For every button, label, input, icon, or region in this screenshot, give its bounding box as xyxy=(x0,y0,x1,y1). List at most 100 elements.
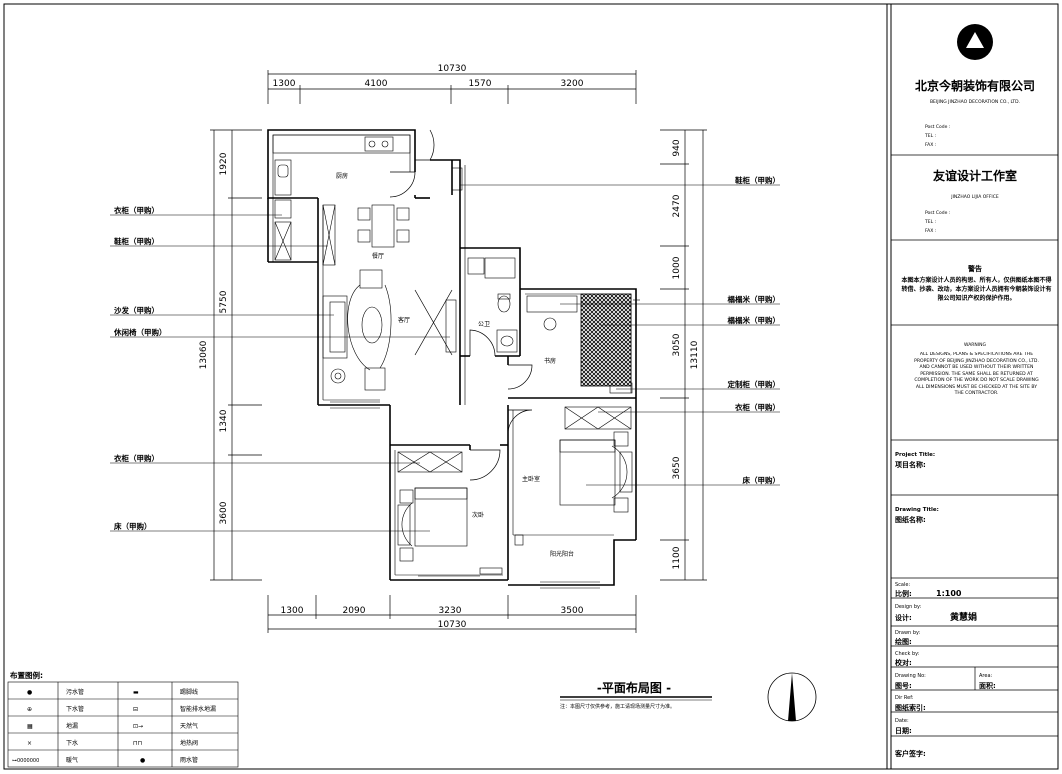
room-study: 书房 xyxy=(544,357,556,365)
scale-en: Scale: xyxy=(895,582,910,588)
callout-leaders xyxy=(110,184,780,532)
legend-label: 下水管 xyxy=(66,705,84,713)
callout-left-3: 休闲椅（甲购） xyxy=(113,327,167,337)
callout-right-3: 定制柜（甲购） xyxy=(728,379,781,389)
warning-text: ALL DESIGNS, PLANS & SPECIFICATIONS ARE … xyxy=(914,352,1039,396)
dim-bottom-3: 3500 xyxy=(561,606,584,616)
callout-right-1: 榻榻米（甲购） xyxy=(728,294,781,304)
legend-symbol: ⊡→ xyxy=(133,723,143,730)
legend-label: 雨水管 xyxy=(180,756,198,764)
company-name-cn: 北京今朝装饰有限公司 xyxy=(915,78,1035,93)
ref-cn: 图纸索引: xyxy=(895,703,926,712)
client-signature: 客户签字: xyxy=(894,749,926,758)
room-master: 主卧室 xyxy=(522,475,540,483)
studio-name-cn: 友谊设计工作室 xyxy=(932,168,1017,183)
design-en: Design by: xyxy=(895,604,922,610)
company-logo-icon xyxy=(957,24,993,60)
legend-label: 暖气 xyxy=(66,756,78,764)
dim-bottom-total: 10730 xyxy=(438,620,467,630)
callout-right-5: 床（甲购） xyxy=(743,475,781,485)
project-title-en: Project Title: xyxy=(895,452,935,458)
room-dining: 餐厅 xyxy=(372,252,384,260)
date-cn: 日期: xyxy=(895,726,912,735)
warning-title: WARNING xyxy=(964,342,986,348)
north-arrow-icon xyxy=(767,672,817,722)
contact2-fax: FAX : xyxy=(925,228,936,234)
legend-symbol: × xyxy=(27,740,32,747)
dim-right-5: 1100 xyxy=(672,546,682,569)
callout-left-1: 鞋柜（甲购） xyxy=(114,236,159,246)
scale-value: 1:100 xyxy=(936,589,962,598)
drawn-en: Drawn by: xyxy=(895,630,921,636)
room-kitchen: 厨房 xyxy=(336,172,348,180)
notice-text: 本图本方案设计人员的构思、所有人，仅供图纸本图不得转借、抄袭、改动，本方案设计人… xyxy=(901,277,1052,302)
dwgno-cn: 图号: xyxy=(895,681,912,690)
check-en: Check by: xyxy=(895,651,920,657)
area-en: Area: xyxy=(979,673,993,679)
legend-rows: ● 污水管 ▬ 踢脚线 ⊕ 下水管 ⊟ 智能排水地漏 ▦ 地漏 ⊡→ 天然气 ×… xyxy=(12,688,216,764)
legend-symbol: ▬ xyxy=(133,689,139,696)
scale-cn: 比例: xyxy=(895,589,912,598)
legend-symbol: ⊟ xyxy=(133,706,138,713)
callout-left-5: 床（甲购） xyxy=(114,521,152,531)
project-title-cn: 项目名称: xyxy=(895,460,926,469)
doors xyxy=(389,129,533,481)
dim-top-total: 10730 xyxy=(438,64,467,74)
callout-left-0: 衣柜（甲购） xyxy=(114,205,159,215)
legend-symbol: ⊓⊓ xyxy=(133,740,142,747)
dim-right-3: 3050 xyxy=(672,333,682,356)
drawing-title-en: Drawing Title: xyxy=(895,507,939,513)
dim-bottom-1: 2090 xyxy=(343,606,366,616)
callout-right-2: 榻榻米（甲购） xyxy=(728,315,781,325)
room-living: 客厅 xyxy=(398,316,410,324)
dim-left-1: 5750 xyxy=(219,290,229,313)
legend-label: 智能排水地漏 xyxy=(180,705,216,713)
dim-left-total: 13060 xyxy=(199,340,209,369)
legend-symbol: ● xyxy=(140,757,145,764)
studio-name-en: JINZHAO LIJIA OFFICE xyxy=(950,194,999,200)
dim-right-total: 13110 xyxy=(690,340,700,369)
legend-symbol: ⊕ xyxy=(27,706,32,713)
design-cn: 设计: xyxy=(895,613,912,622)
notice-title: 警告 xyxy=(968,264,982,273)
contact2-postcode: Post Code : xyxy=(925,210,950,216)
dim-top-3: 3200 xyxy=(561,79,584,89)
contact1-tel: TEL : xyxy=(924,133,936,139)
dim-left-3: 3600 xyxy=(219,501,229,524)
dim-top-1: 4100 xyxy=(365,79,388,89)
contact1-fax: FAX : xyxy=(925,142,936,148)
furniture xyxy=(272,134,633,575)
callout-right-0: 鞋柜（甲购） xyxy=(735,175,780,185)
drawn-cn: 绘图: xyxy=(895,637,912,646)
tatami-mat xyxy=(580,293,632,387)
ref-en: Dir Ref: xyxy=(895,695,914,701)
contact2-tel: TEL : xyxy=(924,219,936,225)
dim-bottom-0: 1300 xyxy=(281,606,304,616)
dim-right-1: 2470 xyxy=(672,194,682,217)
plan-note: 注：本图尺寸仅供参考，施工请现场测量尺寸为准。 xyxy=(560,703,675,710)
legend-label: 地漏 xyxy=(66,722,78,730)
sheet-border xyxy=(3,3,1059,770)
legend-label: 地热阀 xyxy=(180,739,198,747)
dim-bottom-2: 3230 xyxy=(439,606,462,616)
legend-symbol: ▦ xyxy=(27,723,33,730)
dim-left-0: 1920 xyxy=(219,152,229,175)
contact1-postcode: Post Code : xyxy=(925,124,950,130)
area-cn: 面积: xyxy=(979,681,996,690)
callout-left-2: 沙发（甲购） xyxy=(114,305,159,315)
legend-table xyxy=(7,681,239,768)
legend-symbol: ● xyxy=(27,689,32,696)
dim-left-2: 1340 xyxy=(219,409,229,432)
legend-label: 踢脚线 xyxy=(180,688,198,696)
bottom-dimensions xyxy=(267,595,637,633)
room-balcony: 阳光阳台 xyxy=(550,550,574,558)
drawing-title-cn: 图纸名称: xyxy=(895,515,926,524)
dim-top-2: 1570 xyxy=(469,79,492,89)
dwgno-en: Drawing No: xyxy=(895,673,926,679)
date-en: Date: xyxy=(895,718,909,724)
legend-title: 布置图例: xyxy=(10,670,43,680)
titleblock-lines xyxy=(891,154,1058,737)
right-dimensions xyxy=(660,129,707,581)
room-second: 次卧 xyxy=(472,511,484,519)
